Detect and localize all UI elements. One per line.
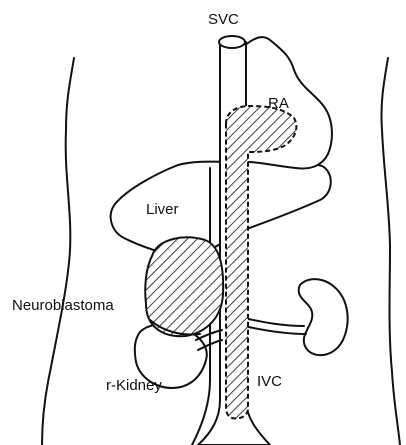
label-r-kidney: r-Kidney <box>106 377 162 394</box>
label-neuroblastoma: Neuroblastoma <box>12 297 114 314</box>
neuroblastoma <box>145 237 223 336</box>
renal-vein-left-lower <box>244 326 306 334</box>
svc-opening <box>219 36 245 48</box>
body-outline-left <box>42 58 74 445</box>
renal-vein-left <box>244 318 304 326</box>
label-svc: SVC <box>208 11 239 28</box>
label-ra: RA <box>268 95 289 112</box>
label-liver: Liver <box>146 201 179 218</box>
label-ivc: IVC <box>257 373 282 390</box>
left-kidney <box>299 279 348 355</box>
body-outline-right <box>381 58 400 445</box>
